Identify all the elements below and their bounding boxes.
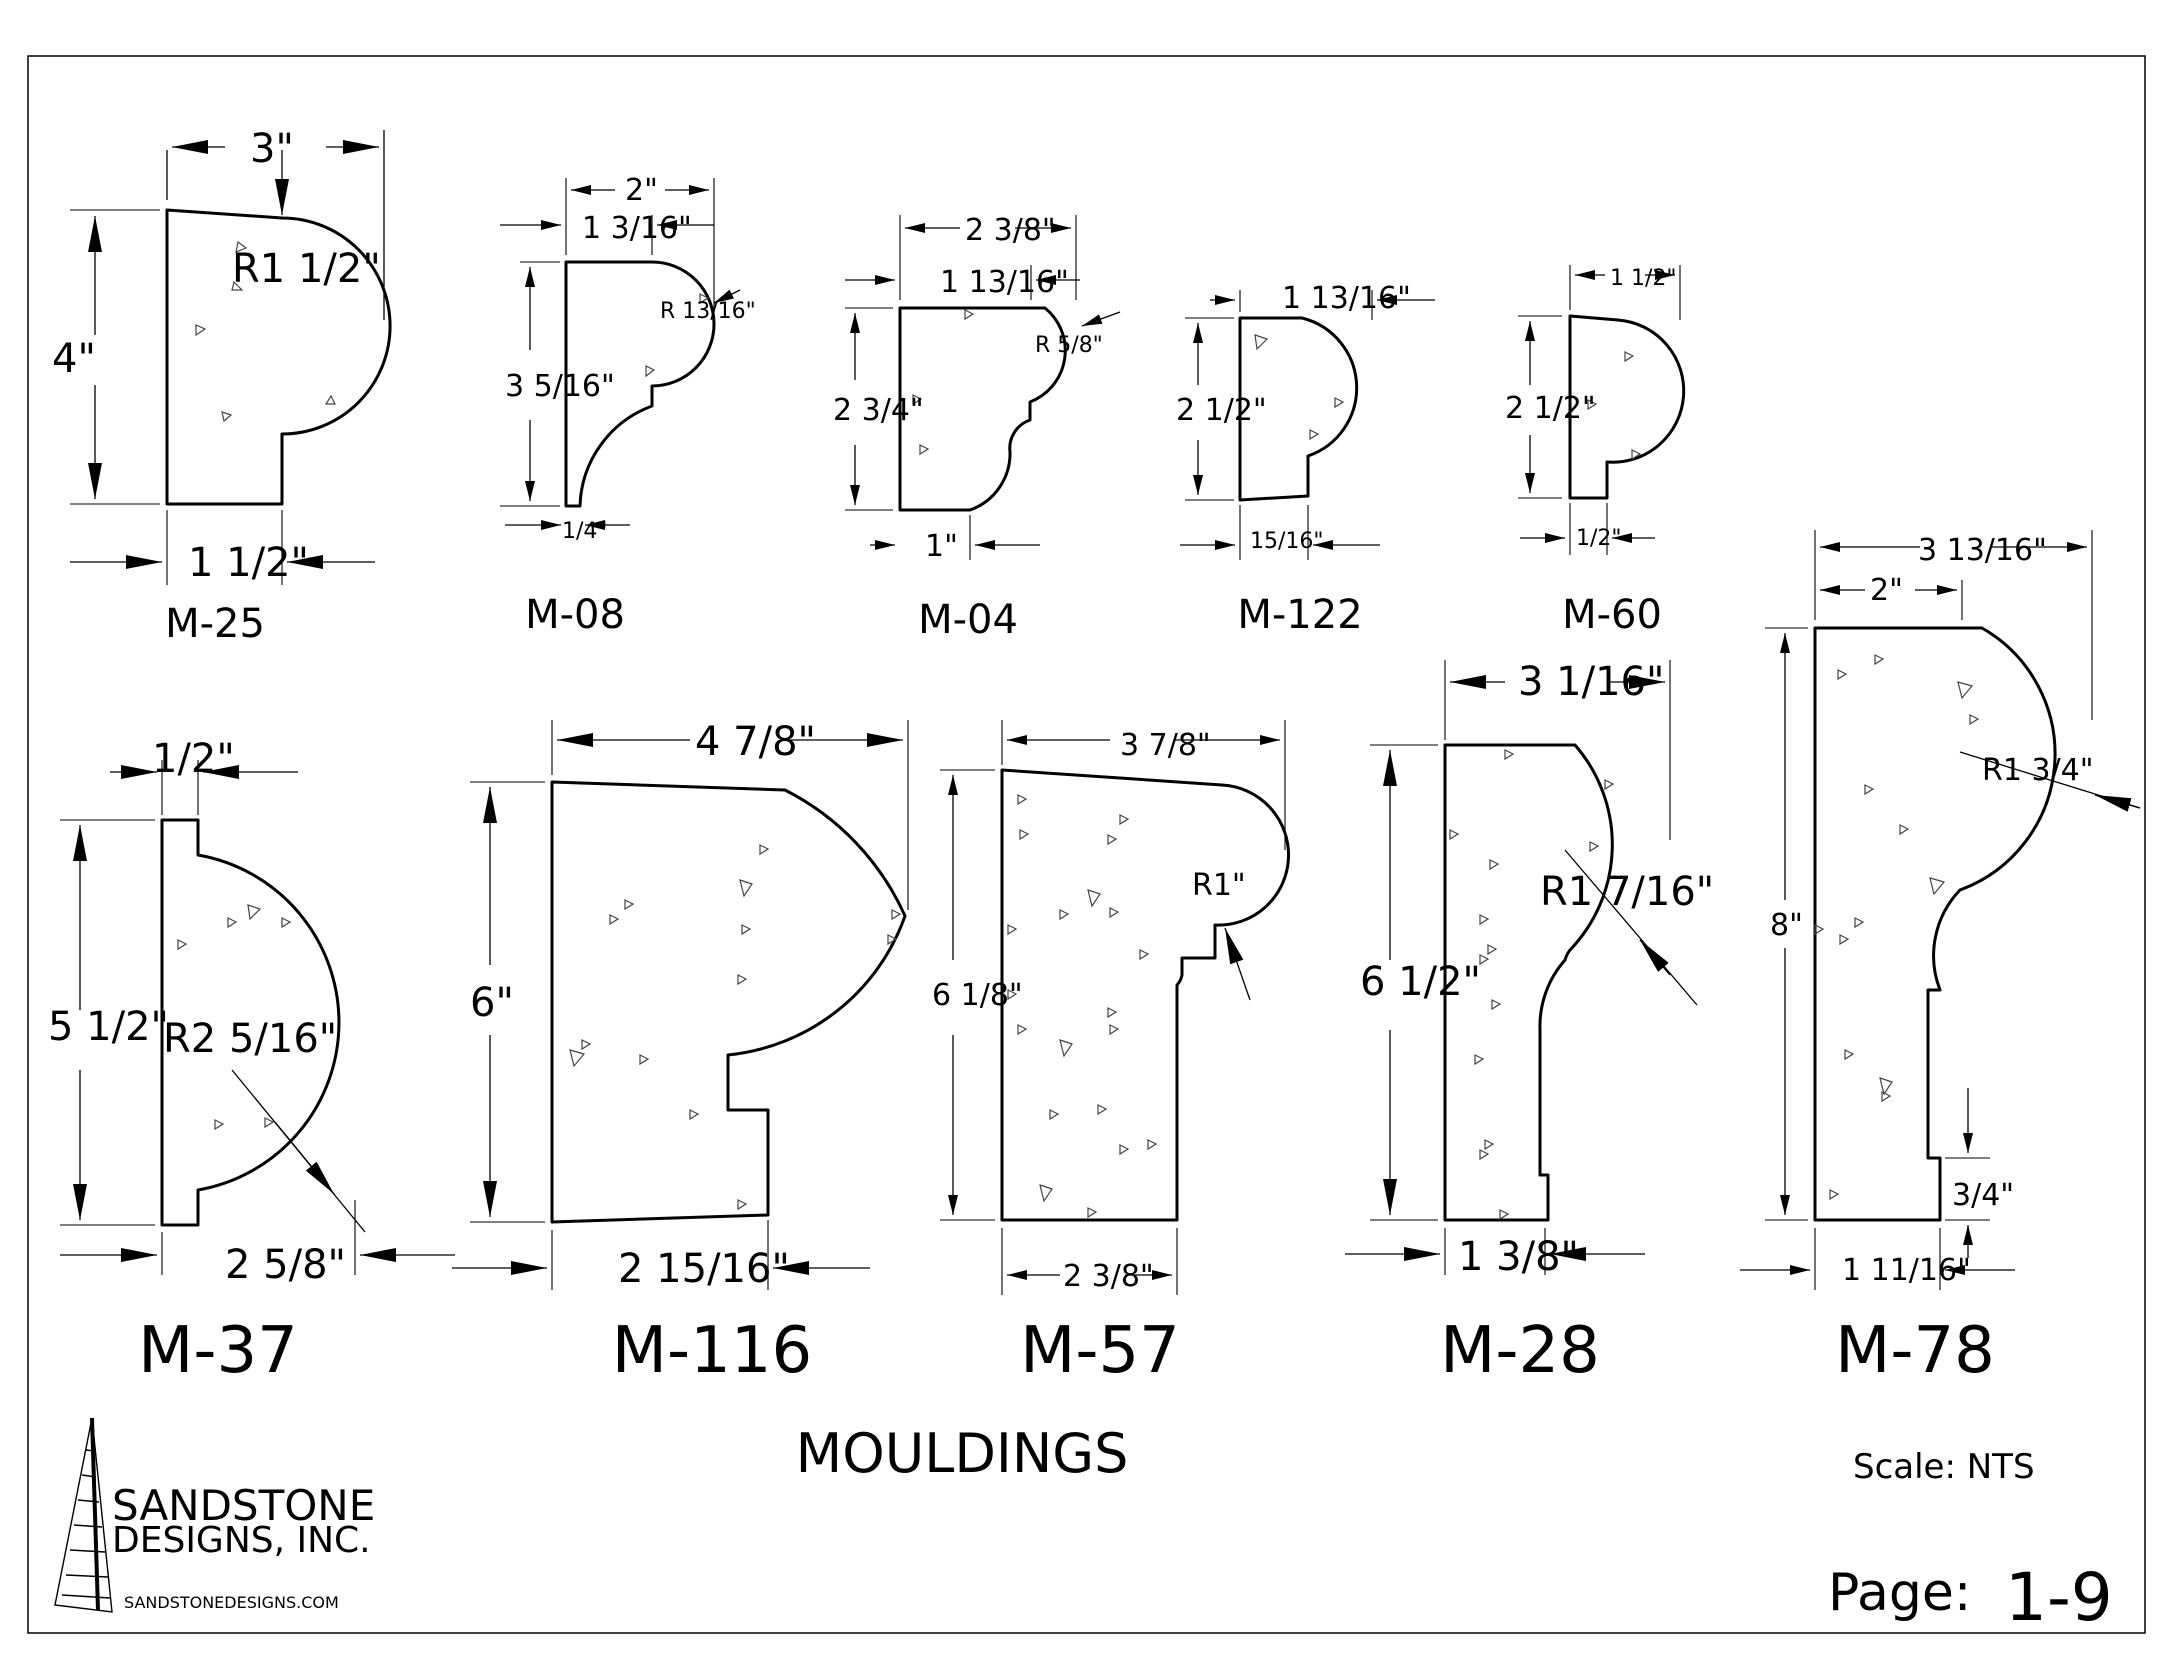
dim-m-60-height: 2 1/2" [1505,391,1596,426]
dim-m-25-height: 4" [52,336,96,382]
sandstone-logo: SANDSTONE DESIGNS, INC. SANDSTONEDESIGNS… [54,1417,375,1613]
profile-label-m-37: M-37 [138,1314,298,1388]
profile-label-m-28: M-28 [1440,1314,1600,1388]
dim-m-116-height: 6" [470,980,514,1026]
profile-m-122: 1 13/16" 2 1/2" 15/16" M-122 [1176,281,1435,638]
dim-m-04-height: 2 3/4" [833,393,924,428]
profile-m-08: 2" 1 3/16" 3 5/16" R 13/16" 1/4" M-08 [500,173,756,638]
dim-m-28-width: 3 1/16" [1518,659,1664,705]
dim-m-04-base: 1" [925,529,958,564]
scale-label: Scale: NTS [1853,1447,2035,1487]
profile-label-m-60: M-60 [1562,592,1662,638]
company-website: SANDSTONEDESIGNS.COM [124,1593,339,1612]
dim-m-25-width: 3" [250,126,294,172]
profile-label-m-57: M-57 [1020,1314,1180,1388]
profile-m-28: 3 1/16" 6 1/2" R1 7/16" 1 3/8" M-28 [1345,659,1714,1388]
dim-m-78-base: 1 11/16" [1842,1253,1971,1288]
page-label: Page: [1828,1563,1971,1623]
profile-m-116: 4 7/8" 6" 2 15/16" M-116 [452,719,909,1388]
dim-m-78-width: 3 13/16" [1918,533,2047,568]
dim-m-08-top: 1 3/16" [582,211,692,246]
company-name-line1: SANDSTONE [112,1481,375,1530]
sheet-title: MOULDINGS [796,1422,1129,1485]
profile-m-57: 3 7/8" 6 1/8" R1" 2 3/8" M-57 [932,720,1291,1388]
pyramid-logo-icon [54,1417,113,1613]
dim-m-57-radius: R1" [1192,868,1246,903]
dim-m-37-width: 1/2" [152,736,235,782]
sheet-border [27,55,2146,1634]
dim-m-122-width: 1 13/16" [1282,281,1411,316]
dim-m-60-width: 1 1/2" [1610,266,1677,291]
dim-m-28-height: 6 1/2" [1360,959,1481,1005]
dim-m-78-height: 8" [1770,908,1803,943]
profile-label-m-08: M-08 [525,592,625,638]
dim-m-28-base: 1 3/8" [1458,1234,1579,1280]
dim-m-25-base: 1 1/2" [188,540,309,586]
dim-m-57-width: 3 7/8" [1120,728,1211,763]
dim-m-08-width: 2" [625,173,658,208]
dim-m-28-radius: R1 7/16" [1540,869,1714,915]
dim-m-116-base: 2 15/16" [618,1246,790,1292]
dim-m-04-radius: R 5/8" [1035,333,1103,358]
dim-m-122-height: 2 1/2" [1176,393,1267,428]
profile-m-60: 1 1/2" 2 1/2" 1/2" M-60 [1505,265,1686,638]
dim-m-08-radius: R 13/16" [660,299,756,324]
dim-m-04-top: 1 13/16" [940,265,1069,300]
profile-label-m-78: M-78 [1835,1314,1995,1388]
dim-m-37-radius: R2 5/16" [163,1016,337,1062]
dim-m-78-top: 2" [1870,573,1903,608]
dim-m-04-width: 2 3/8" [965,213,1056,248]
dim-m-57-height: 6 1/8" [932,978,1023,1013]
dim-m-08-height: 3 5/16" [505,369,615,404]
dim-m-116-width: 4 7/8" [695,719,816,765]
dim-m-37-height: 5 1/2" [48,1004,169,1050]
profile-m-04: 2 3/8" 1 13/16" 2 3/4" R 5/8" 1" M-04 [833,213,1121,643]
profile-m-37: 1/2" 5 1/2" R2 5/16" 2 5/8" M-37 [48,736,455,1388]
dim-m-122-base: 15/16" [1250,529,1324,554]
profile-m-25: 3" 4" 1 1/2" R1 1/2" M-25 [52,126,392,647]
dim-m-25-radius: R1 1/2" [232,246,381,292]
dim-m-78-step: 3/4" [1952,1178,2014,1213]
dim-m-57-base: 2 3/8" [1063,1259,1154,1294]
dim-m-78-radius: R1 3/4" [1982,753,2094,788]
profile-label-m-25: M-25 [165,601,265,647]
profile-label-m-04: M-04 [918,597,1018,643]
dim-m-08-base: 1/4" [562,519,608,544]
page-number: 1-9 [2005,1559,2113,1636]
company-name-line2: DESIGNS, INC. [112,1520,371,1561]
dim-m-60-base: 1/2" [1576,526,1622,551]
profile-label-m-116: M-116 [612,1314,812,1388]
dim-m-37-base: 2 5/8" [225,1242,346,1288]
profile-m-78: 3 13/16" 2" 8" R1 3/4" 3/4" 1 11/16" M-7… [1740,530,2141,1388]
profile-label-m-122: M-122 [1237,592,1362,638]
